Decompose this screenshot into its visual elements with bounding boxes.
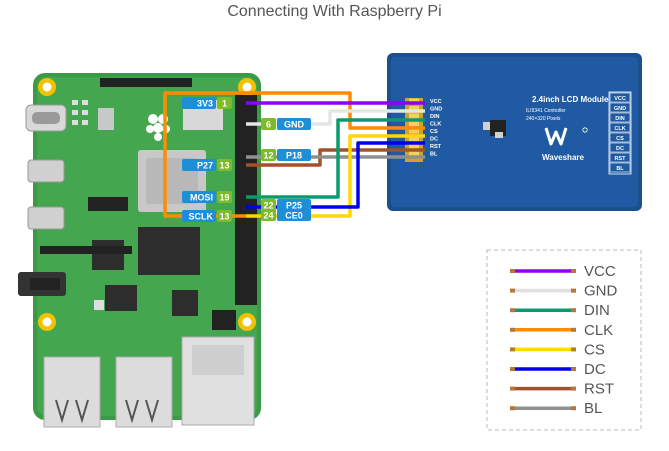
right-pin-labels: 6 GND 12 P18 22 P25 24 CE0	[261, 118, 311, 221]
legend-item: DIN	[510, 302, 610, 319]
lcd-pin-label: CS	[430, 129, 438, 135]
pi-pin-label-sclk: SCLK 13	[182, 210, 232, 222]
svg-text:3V3: 3V3	[197, 98, 213, 108]
lcd-pin-label: DC	[430, 137, 438, 143]
lcd-right-pin-label: CS	[616, 136, 624, 142]
svg-text:6: 6	[266, 119, 271, 129]
lcd-title: 2.4inch LCD Module	[532, 95, 609, 104]
mounting-holes	[38, 78, 256, 331]
svg-text:SCLK: SCLK	[189, 211, 214, 221]
lcd-right-pin-label: DC	[616, 146, 624, 152]
legend-item: CS	[510, 341, 605, 358]
svg-text:12: 12	[263, 150, 273, 160]
wire-din	[246, 118, 425, 199]
gpio-header	[235, 95, 257, 305]
lcd-pin-pad	[409, 136, 419, 141]
pi-pin-label-mosi: MOSI 19	[182, 191, 232, 203]
lcd-pin-label: BL	[430, 152, 438, 158]
lcd-controller-text: ILI9341 Controller	[526, 108, 566, 114]
right-pin-label-ce0: 24 CE0	[261, 209, 311, 221]
lcd-right-pin-label: RST	[615, 156, 627, 162]
wire-legend: VCC GND DIN CLK CS DC RST BL	[486, 249, 642, 431]
lcd-pin-label: VCC	[430, 99, 442, 105]
svg-text:13: 13	[219, 211, 229, 221]
legend-item: GND	[510, 283, 618, 300]
legend-label: RST	[584, 381, 614, 398]
lcd-right-pin-label: BL	[616, 166, 624, 172]
legend-label: CLK	[584, 322, 613, 339]
lcd-pin-pad	[409, 113, 419, 119]
legend-item: DC	[510, 361, 606, 378]
lcd-pin-label: CLK	[430, 122, 441, 128]
legend-label: GND	[584, 283, 618, 300]
legend-label: DIN	[584, 302, 610, 319]
svg-text:13: 13	[219, 160, 229, 170]
right-pin-label-p18: 12 P18	[261, 149, 311, 161]
lcd-pin-pad	[409, 106, 419, 111]
legend-label: DC	[584, 361, 606, 378]
legend-label: BL	[584, 400, 602, 417]
svg-text:P18: P18	[286, 150, 302, 160]
lcd-pin-pad	[409, 121, 419, 126]
pi-pin-label-3v3: 3V3 1	[182, 97, 232, 109]
right-pin-label-p25: 22 P25	[261, 199, 311, 211]
svg-text:MOSI: MOSI	[190, 192, 213, 202]
legend-item: BL	[510, 400, 602, 417]
lcd-pin-label: GND	[430, 107, 442, 113]
lcd-pin-pad	[409, 98, 419, 104]
page-title: Connecting With Raspberry Pi	[227, 3, 442, 20]
waveshare-logo-icon	[544, 127, 588, 146]
svg-text:GND: GND	[284, 119, 305, 129]
legend-item: RST	[510, 381, 614, 398]
svg-text:19: 19	[219, 192, 229, 202]
legend-item: VCC	[510, 263, 616, 280]
right-pin-label-gnd: 6 GND	[261, 118, 311, 130]
lcd-pin-pad	[409, 151, 419, 156]
lcd-right-pin-label: GND	[614, 106, 626, 112]
svg-text:22: 22	[263, 200, 273, 210]
legend-item: CLK	[510, 322, 613, 339]
pi-pin-label-p27: P27 13	[182, 159, 232, 171]
svg-text:P27: P27	[197, 160, 213, 170]
lcd-pin-label: RST	[430, 144, 442, 150]
lcd-pin-pad	[409, 128, 419, 134]
lcd-pin-label: DIN	[430, 114, 440, 120]
lcd-resolution-text: 240×320 Pixels	[526, 116, 561, 122]
svg-text:P25: P25	[286, 200, 302, 210]
raspberry-pi-board	[18, 73, 261, 428]
legend-label: VCC	[584, 263, 616, 280]
lcd-right-pin-label: CLK	[614, 126, 625, 132]
svg-text:1: 1	[222, 98, 227, 108]
lcd-pin-label-box: VCC GND DIN CLK CS DC RST BL	[608, 91, 632, 175]
legend-label: CS	[584, 341, 605, 358]
lcd-pin-pad	[409, 143, 419, 149]
lcd-brand-text: Waveshare	[542, 153, 585, 162]
lcd-right-pin-label: DIN	[615, 116, 625, 122]
svg-text:CE0: CE0	[285, 210, 303, 220]
lcd-right-pin-label: VCC	[614, 96, 626, 102]
wire-clk	[163, 91, 425, 218]
svg-text:24: 24	[263, 210, 273, 220]
